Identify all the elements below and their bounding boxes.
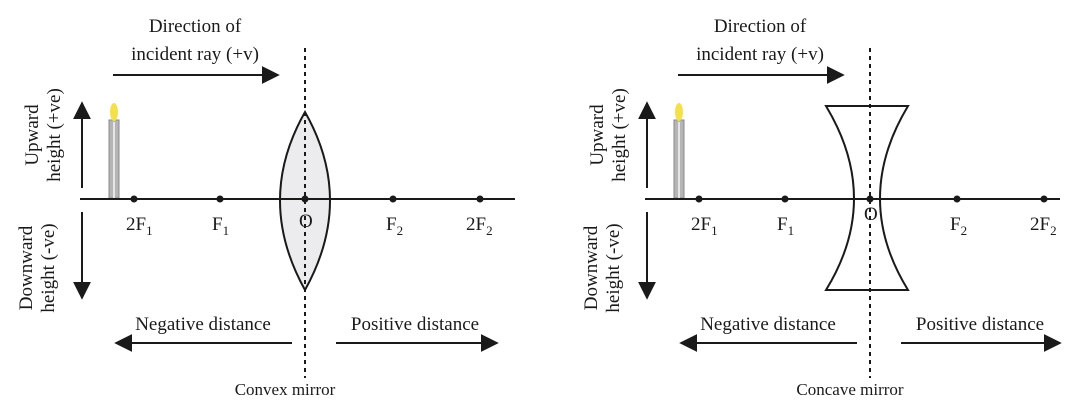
point-2f2 xyxy=(476,195,484,203)
caption-concave: Concave mirror xyxy=(796,380,903,399)
direction-label-line1: Direction of xyxy=(149,16,242,37)
point-f1 xyxy=(781,195,789,203)
point-2f1 xyxy=(695,195,703,203)
upward-height-label: Upward height (+ve) xyxy=(22,88,65,182)
negative-distance-label: Negative distance xyxy=(135,314,271,335)
candle-object xyxy=(673,103,685,199)
label-2f1: 2F1 xyxy=(691,214,718,238)
upward-height-label: Upward height (+ve) xyxy=(587,88,630,182)
svg-text:height (-ve): height (-ve) xyxy=(38,223,59,312)
label-2f2: 2F2 xyxy=(1030,214,1057,238)
positive-distance-label: Positive distance xyxy=(916,314,1044,335)
negative-distance-label: Negative distance xyxy=(700,314,836,335)
point-f1 xyxy=(216,195,224,203)
point-o xyxy=(866,195,874,203)
panel-convex: Direction of incident ray (+v) Upward he… xyxy=(16,16,515,399)
positive-distance-label: Positive distance xyxy=(351,314,479,335)
point-2f2 xyxy=(1040,195,1048,203)
point-f2 xyxy=(953,195,961,203)
label-f1: F1 xyxy=(212,214,229,238)
downward-height-label: Downward height (-ve) xyxy=(16,223,59,312)
label-f1: F1 xyxy=(777,214,794,238)
label-2f1: 2F1 xyxy=(126,214,153,238)
svg-text:Upward: Upward xyxy=(587,104,608,166)
svg-text:height (+ve): height (+ve) xyxy=(44,88,65,182)
downward-height-label: Downward height (-ve) xyxy=(581,223,624,312)
label-o: O xyxy=(864,204,878,225)
label-f2: F2 xyxy=(950,214,967,238)
label-f2: F2 xyxy=(386,214,403,238)
candle-object xyxy=(108,103,120,199)
svg-text:Upward: Upward xyxy=(22,104,43,166)
caption-convex: Convex mirror xyxy=(235,380,336,399)
svg-text:height (-ve): height (-ve) xyxy=(603,223,624,312)
svg-text:Downward: Downward xyxy=(16,225,37,310)
svg-text:Downward: Downward xyxy=(581,225,602,310)
label-2f2: 2F2 xyxy=(466,214,493,238)
point-o xyxy=(301,195,309,203)
panel-concave: Direction of incident ray (+v) Upward he… xyxy=(581,16,1062,399)
svg-text:height (+ve): height (+ve) xyxy=(609,88,630,182)
label-o: O xyxy=(299,211,313,232)
direction-label-line1: Direction of xyxy=(714,16,807,37)
direction-label-line2: incident ray (+v) xyxy=(131,44,259,65)
point-2f1 xyxy=(130,195,138,203)
point-f2 xyxy=(389,195,397,203)
direction-label-line2: incident ray (+v) xyxy=(696,44,824,65)
